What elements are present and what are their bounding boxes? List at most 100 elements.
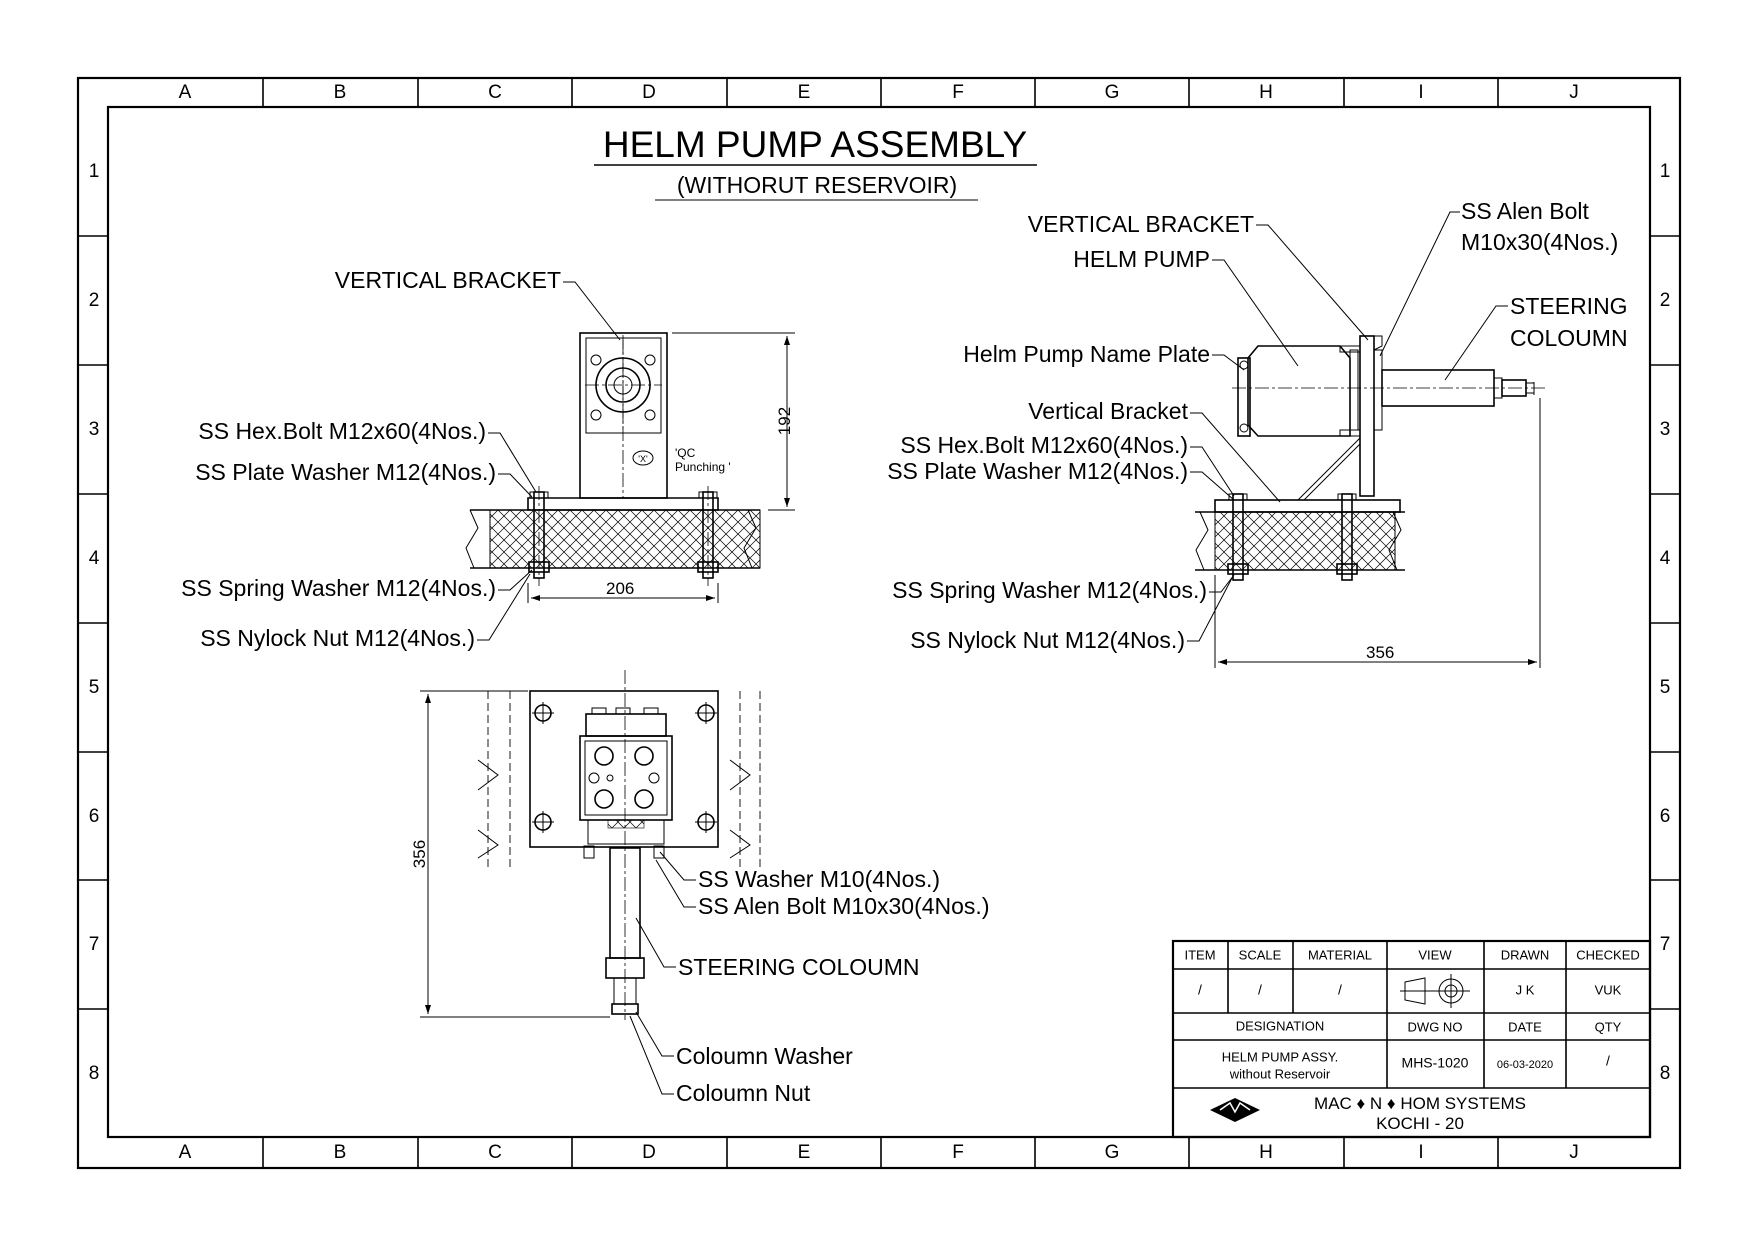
zone-row-5: 5: [89, 677, 100, 698]
label-side-nylock-nut: SS Nylock Nut M12(4Nos.): [910, 627, 1185, 653]
label-top-washer: SS Washer M10(4Nos.): [698, 866, 940, 892]
qc-punch-mark: [632, 450, 654, 466]
zone-col-h-bottom: H: [1259, 1142, 1273, 1163]
zone-row-3-right: 3: [1660, 419, 1671, 440]
front-dim-width: 206: [606, 579, 634, 598]
tb-value-checked: VUK: [1595, 982, 1622, 997]
zone-col-b: B: [334, 82, 347, 103]
tb-qty: /: [1606, 1053, 1610, 1069]
zone-col-f: F: [952, 82, 964, 103]
zone-row-5-right: 5: [1660, 677, 1671, 698]
top-pump-block: [579, 735, 673, 821]
label-front-spring-washer: SS Spring Washer M12(4Nos.): [181, 575, 496, 601]
zone-col-f-bottom: F: [952, 1142, 964, 1163]
zone-col-b-bottom: B: [334, 1142, 347, 1163]
tb-date: 06-03-2020: [1497, 1059, 1553, 1071]
zone-row-4-right: 4: [1660, 548, 1671, 569]
front-dim-height: 192: [775, 407, 794, 435]
zone-labels-bottom: A B C D E F G H I J: [179, 1142, 1579, 1163]
front-view: 'X' 'QC Punching ' 206 192: [465, 281, 795, 641]
label-top-col-nut: Coloumn Nut: [676, 1080, 811, 1106]
label-top-alen-bolt: SS Alen Bolt M10x30(4Nos.): [698, 893, 989, 919]
qc-punch-x: 'X': [638, 454, 648, 464]
tb-header-scale: SCALE: [1239, 947, 1282, 962]
label-front-hex-bolt: SS Hex.Bolt M12x60(4Nos.): [198, 418, 486, 444]
zone-col-e: E: [798, 82, 811, 103]
helm-pump-body: [1247, 345, 1351, 437]
zone-labels-left: 1 2 3 4 5 6 7 8: [89, 161, 100, 1084]
tb-dwg-no: MHS-1020: [1402, 1055, 1469, 1071]
tb-designation-2: without Reservoir: [1229, 1066, 1331, 1081]
zone-col-e-bottom: E: [798, 1142, 811, 1163]
title-main: HELM PUMP ASSEMBLY: [603, 124, 1027, 165]
side-dim-length: 356: [1366, 643, 1394, 662]
zone-col-a-bottom: A: [179, 1142, 192, 1163]
tb-value-item: /: [1198, 982, 1202, 998]
zone-row-2-right: 2: [1660, 290, 1671, 311]
tb-header-item: ITEM: [1184, 947, 1215, 962]
tb-qty-header: QTY: [1595, 1019, 1622, 1034]
qc-punch-text-2: Punching ': [675, 460, 731, 474]
company-logo-icon: [1210, 1098, 1260, 1122]
tb-header-drawn: DRAWN: [1501, 947, 1550, 962]
qc-punch-text-1: 'QC: [675, 446, 696, 460]
tb-company-1: MAC ♦ N ♦ HOM SYSTEMS: [1314, 1094, 1526, 1113]
top-base-plate: [529, 690, 719, 848]
label-side-hex-bolt: SS Hex.Bolt M12x60(4Nos.): [900, 432, 1188, 458]
zone-col-j: J: [1569, 82, 1579, 103]
zone-col-h: H: [1259, 82, 1273, 103]
zone-col-c-bottom: C: [488, 1142, 502, 1163]
zone-col-i: I: [1418, 82, 1423, 103]
zone-labels-top: A B C D E F G H I J: [179, 82, 1579, 103]
title-sub: (WITHORUT RESERVOIR): [677, 172, 957, 198]
title-block: ITEM SCALE MATERIAL VIEW DRAWN CHECKED /…: [1171, 939, 1652, 1139]
zone-row-7-right: 7: [1660, 934, 1671, 955]
tb-designation-1: HELM PUMP ASSY.: [1222, 1049, 1339, 1064]
zone-col-j-bottom: J: [1569, 1142, 1579, 1163]
zone-row-1: 1: [89, 161, 100, 182]
zone-row-7: 7: [89, 934, 100, 955]
projection-symbol-icon: [1400, 974, 1470, 1008]
label-side-vertical-bracket-2: Vertical Bracket: [1028, 398, 1188, 424]
zone-labels-right: 1 2 3 4 5 6 7 8: [1660, 161, 1671, 1084]
label-front-vertical-bracket: VERTICAL BRACKET: [335, 267, 561, 293]
zone-col-d: D: [642, 82, 656, 103]
top-dim-length: 356: [410, 840, 429, 868]
label-side-spring-washer: SS Spring Washer M12(4Nos.): [892, 577, 1207, 603]
label-side-vertical-bracket: VERTICAL BRACKET: [1028, 211, 1254, 237]
zone-row-8: 8: [89, 1063, 100, 1084]
drawing-title: HELM PUMP ASSEMBLY (WITHORUT RESERVOIR): [594, 124, 1037, 201]
label-front-plate-washer: SS Plate Washer M12(4Nos.): [195, 459, 496, 485]
label-side-name-plate: Helm Pump Name Plate: [963, 341, 1210, 367]
label-side-alen-bolt-2: M10x30(4Nos.): [1461, 229, 1618, 255]
tb-value-scale: /: [1258, 982, 1262, 998]
zone-row-2: 2: [89, 290, 100, 311]
zone-row-6-right: 6: [1660, 806, 1671, 827]
tb-company-2: KOCHI - 20: [1376, 1114, 1464, 1133]
zone-row-8-right: 8: [1660, 1063, 1671, 1084]
tb-header-material: MATERIAL: [1308, 947, 1372, 962]
tb-dwgno-header: DWG NO: [1408, 1019, 1463, 1034]
zone-row-3: 3: [89, 419, 100, 440]
label-side-plate-washer: SS Plate Washer M12(4Nos.): [887, 458, 1188, 484]
zone-col-g: G: [1105, 82, 1120, 103]
tb-value-material: /: [1338, 982, 1342, 998]
zone-col-a: A: [179, 82, 192, 103]
zone-col-g-bottom: G: [1105, 1142, 1120, 1163]
label-top-col-washer: Coloumn Washer: [676, 1043, 853, 1069]
side-vertical-bracket: [1359, 335, 1375, 497]
zone-col-c: C: [488, 82, 502, 103]
top-view: 356: [410, 670, 761, 1095]
tb-header-checked: CHECKED: [1576, 947, 1640, 962]
zone-row-6: 6: [89, 806, 100, 827]
sheet-border: [76, 76, 1682, 1170]
tb-date-header: DATE: [1508, 1019, 1542, 1034]
zone-col-d-bottom: D: [642, 1142, 656, 1163]
tb-header-view: VIEW: [1418, 947, 1452, 962]
tb-designation-header: DESIGNATION: [1236, 1018, 1325, 1033]
zone-row-4: 4: [89, 548, 100, 569]
zone-row-1-right: 1: [1660, 161, 1671, 182]
label-side-steering-1: STEERING: [1510, 293, 1628, 319]
label-side-alen-bolt-1: SS Alen Bolt: [1461, 198, 1589, 224]
